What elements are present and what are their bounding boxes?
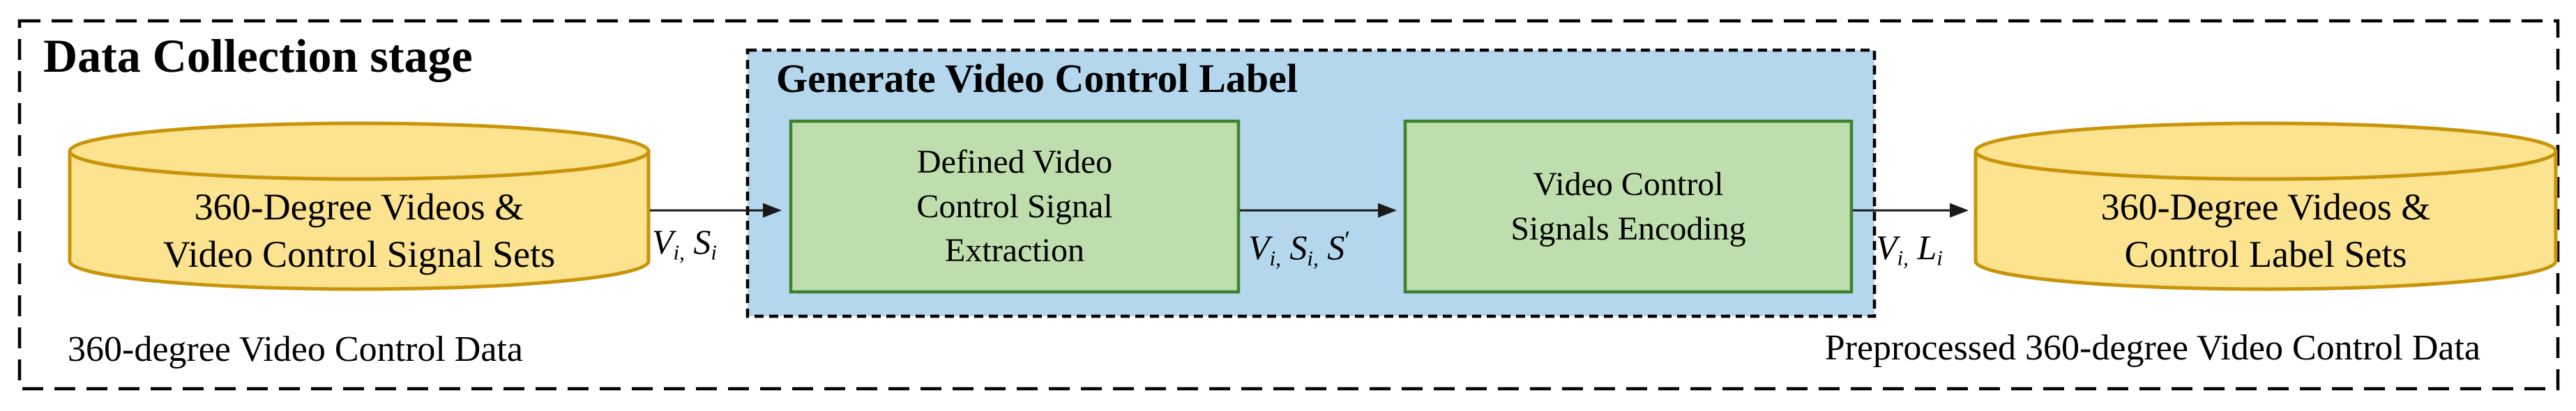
process-box-extraction <box>789 119 1241 294</box>
cylinder-left-top <box>68 121 651 181</box>
process-box-extraction-label: Defined Video Control Signal Extraction <box>791 121 1238 292</box>
process-group-title: Generate Video Control Label <box>776 56 1298 101</box>
encoding-label-line2: Signals Encoding <box>1510 210 1746 247</box>
cylinder-right-label-line1: 360-Degree Videos & <box>2100 186 2431 228</box>
caption-raw-data: 360-degree Video Control Data <box>68 329 523 369</box>
caption-preprocessed-data: Preprocessed 360-degree Video Control Da… <box>1824 328 2480 368</box>
cylinder-right-label: 360-Degree Videos & Control Label Sets <box>1976 184 2556 278</box>
extraction-label-line1: Defined Video <box>916 144 1113 181</box>
cylinder-left-label-line2: Video Control Signal Sets <box>162 233 556 275</box>
arrow-label-videos-signals-defined: Vi, Si, S′ <box>1248 226 1351 270</box>
cylinder-left-label: 360-Degree Videos & Video Control Signal… <box>70 184 649 278</box>
arrow-label-videos-signals: Vi, Si <box>652 222 718 265</box>
extraction-label-line3: Extraction <box>945 232 1084 270</box>
cylinder-right-top <box>1973 121 2558 181</box>
process-box-encoding <box>1403 119 1854 294</box>
extraction-label-line2: Control Signal <box>916 187 1113 225</box>
stage-dashed-border <box>17 19 2560 391</box>
arrow-label-videos-labels: Vi, Li <box>1876 228 1943 270</box>
database-cylinder-left <box>68 121 651 291</box>
stage-title: Data Collection stage <box>43 29 473 82</box>
encoding-label-line1: Video Control <box>1533 166 1724 203</box>
database-cylinder-right <box>1973 121 2558 291</box>
process-box-encoding-label: Video Control Signals Encoding <box>1405 121 1851 292</box>
cylinder-left-label-line1: 360-Degree Videos & <box>194 186 524 228</box>
cylinder-right-label-line2: Control Label Sets <box>2124 233 2407 275</box>
